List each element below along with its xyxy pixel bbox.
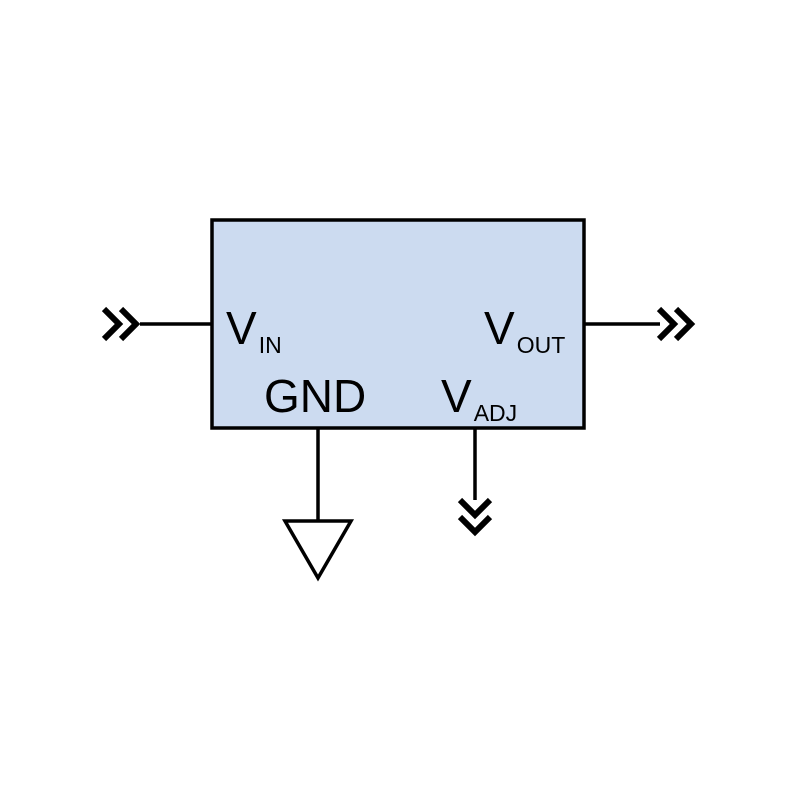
vout-label-main: V [484, 302, 515, 354]
vadj-label-main: V [441, 370, 472, 422]
vadj-label: VADJ [441, 370, 517, 426]
vin-label-main: V [226, 302, 257, 354]
vout-label: VOUT [484, 302, 565, 358]
vin-label-sub: IN [259, 332, 282, 358]
input-double-chevron-icon [101, 306, 141, 342]
output-double-chevron-icon [656, 306, 696, 342]
ground-triangle-icon [281, 519, 355, 582]
regulator-block [210, 218, 586, 430]
gnd-label: GND [264, 370, 366, 422]
vin-label: VIN [226, 302, 282, 358]
vadj-label-sub: ADJ [474, 400, 517, 426]
adjust-double-chevron-icon [457, 497, 493, 537]
vout-label-sub: OUT [517, 332, 566, 358]
